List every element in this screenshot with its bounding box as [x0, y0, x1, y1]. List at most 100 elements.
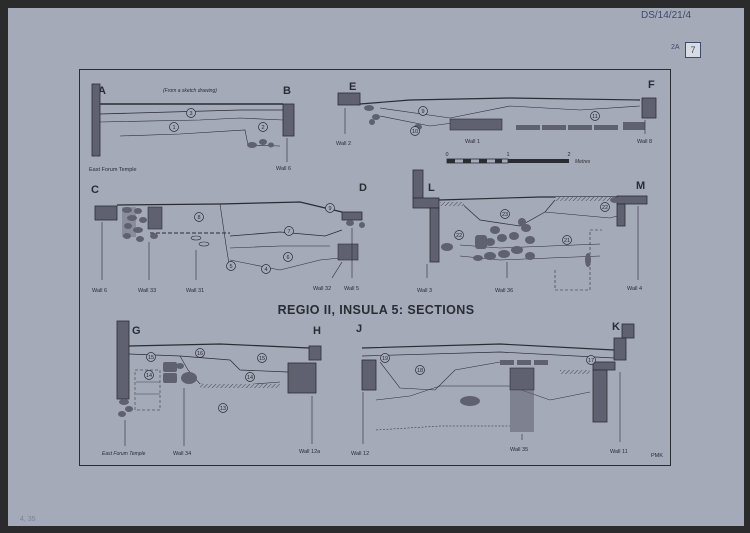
layer-marker	[454, 230, 464, 240]
section-label-h: H	[313, 325, 321, 337]
wall-label: Wall 5	[344, 286, 359, 292]
stone	[123, 233, 131, 239]
layer-number: 15	[259, 356, 265, 362]
stone	[133, 227, 143, 233]
layer-number: 22	[456, 233, 462, 239]
wall-block	[616, 203, 626, 227]
wall-label: Wall 6	[92, 288, 107, 294]
layer-number: 10	[412, 129, 418, 135]
stone	[521, 224, 531, 232]
section-jk: J K 19 18 17 Wall 12 Wall 35 Wall 11 PMK	[351, 321, 663, 459]
ground-surface	[128, 343, 310, 349]
sections-drawing: A B (From a sketch drawing) 3 1 2 East F…	[89, 79, 663, 459]
layer-line	[544, 211, 618, 219]
section-label-e: E	[349, 81, 356, 93]
cut-line	[136, 381, 160, 395]
hatched-floor	[200, 384, 280, 388]
layer-marker	[415, 365, 425, 375]
wall-label: Wall 35	[510, 447, 528, 453]
section-label-c: C	[91, 184, 99, 196]
layer-number: 1	[172, 125, 175, 131]
layer-marker	[195, 348, 205, 358]
layer-line	[229, 245, 330, 249]
layer-line	[361, 351, 615, 359]
archive-reference: DS/14/21/4	[641, 10, 692, 21]
wall-block	[616, 195, 648, 205]
stone	[372, 114, 380, 120]
layer-marker	[194, 212, 204, 222]
scale-segment	[463, 159, 471, 163]
stone	[485, 238, 495, 246]
scale-segment	[447, 159, 455, 163]
section-label-d: D	[359, 182, 367, 194]
layer-number: 23	[502, 212, 508, 218]
layer-marker	[586, 355, 596, 365]
layer-marker	[218, 403, 228, 413]
stone	[139, 217, 147, 223]
hatched-floor	[440, 202, 464, 206]
drafter-initials: PMK	[651, 453, 663, 459]
section-label-g: G	[132, 325, 141, 337]
wall-label: Wall 33	[138, 288, 156, 294]
stone	[122, 207, 132, 213]
wall-block	[641, 97, 657, 119]
layer-marker	[410, 126, 420, 136]
layer-marker	[562, 235, 572, 245]
wall-label: Wall 12	[351, 451, 369, 457]
wall-block	[592, 361, 616, 371]
stone	[163, 362, 177, 372]
layer-marker	[226, 261, 236, 271]
stone	[176, 363, 184, 369]
wall-block	[116, 320, 130, 400]
scale-segment	[479, 159, 487, 163]
layer-marker	[257, 353, 267, 363]
layer-line	[99, 117, 284, 123]
layer-number: 22	[602, 205, 608, 211]
ground-surface	[359, 97, 641, 105]
stone	[460, 396, 480, 406]
stone	[268, 142, 274, 148]
wall-footing	[516, 125, 540, 130]
layer-marker	[146, 352, 156, 362]
layer-line	[229, 229, 343, 237]
wall-block	[412, 197, 440, 209]
layer-number: 8	[197, 215, 200, 221]
layer-line	[219, 203, 231, 271]
stone	[473, 255, 483, 261]
wall-footing	[534, 360, 548, 365]
stone	[585, 253, 591, 267]
layer-marker	[500, 209, 510, 219]
stone	[497, 234, 507, 242]
layer-line	[128, 353, 289, 373]
scale-tick-label: 0	[445, 152, 448, 158]
wall-label: Wall 6	[276, 166, 291, 172]
stone	[511, 246, 523, 254]
hatched-floor	[555, 197, 615, 201]
drawing-title: REGIO II, INSULA 5: SECTIONS	[278, 303, 475, 317]
stone	[247, 142, 257, 148]
wall-block	[337, 243, 359, 261]
cut-line	[134, 369, 161, 411]
wall-label: East Forum Temple	[89, 167, 137, 173]
wall-footing	[542, 125, 566, 130]
wall-block	[282, 103, 295, 137]
stone	[150, 233, 158, 239]
wall-label: Wall 4	[627, 286, 642, 292]
section-label-f: F	[648, 79, 655, 91]
layer-number: 3	[189, 111, 192, 117]
layer-line	[459, 199, 556, 227]
wall-block	[91, 83, 101, 157]
wall-label: Wall 12a	[299, 449, 321, 455]
wall-block	[147, 206, 163, 230]
section-label-l: L	[428, 182, 435, 194]
stone	[163, 373, 177, 383]
stone	[124, 223, 132, 229]
stone	[134, 208, 142, 214]
section-label-k: K	[612, 321, 620, 333]
stone	[498, 250, 510, 258]
wall-label: Wall 34	[173, 451, 191, 457]
layer-marker	[600, 202, 610, 212]
wall-label: Wall 2	[336, 141, 351, 147]
wall-block	[621, 323, 635, 339]
stone	[484, 252, 496, 260]
